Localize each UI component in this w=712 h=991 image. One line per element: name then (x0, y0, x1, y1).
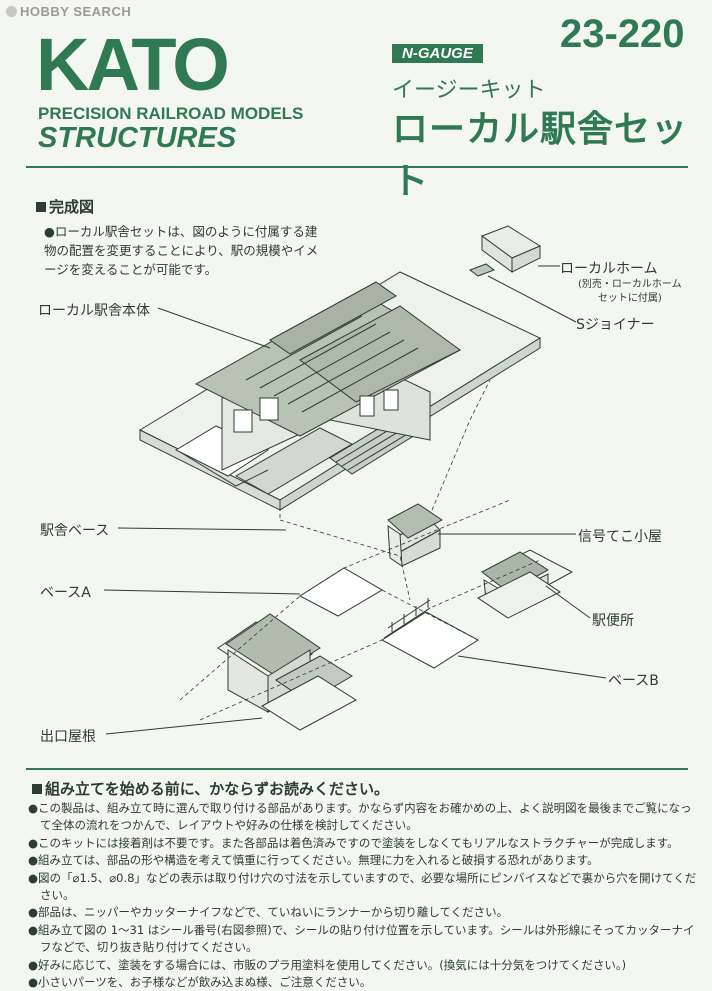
header-divider (26, 166, 688, 168)
label-s-joiner: Sジョイナー (576, 317, 655, 333)
product-number: 23-220 (560, 12, 685, 56)
note-item: ●組み立ては、部品の形や構造を考えて慎重に行ってください。無理に力を入れると破損… (28, 853, 599, 868)
base-a-illustration (299, 567, 383, 617)
label-signal-hut: 信号てこ小屋 (578, 529, 662, 545)
kato-logo: KATO (36, 23, 230, 106)
note-item: ●小さいパーツを、お子様などが飲み込まぬ様、ご注意ください。 (28, 975, 372, 990)
toilet-illustration (477, 549, 574, 619)
label-exit-roof: 出口屋根 (40, 729, 96, 745)
watermark: HOBBY SEARCH (6, 4, 131, 19)
note-item: ●部品は、ニッパーやカッターナイフなどで、ていねいにランナーから切り離してくださ… (28, 905, 509, 920)
watermark-text: HOBBY SEARCH (20, 4, 132, 19)
exit-roof-illustration (217, 613, 357, 731)
label-local-home: ローカルホーム (560, 261, 658, 277)
label-station-base: 駅舎ベース (40, 523, 110, 539)
gauge-badge: N-GAUGE (392, 44, 483, 63)
label-station-main: ローカル駅舎本体 (38, 303, 150, 319)
note-item: ●このキットには接着剤は不要です。また各部品は着色済みですので塗装をしなくてもリ… (28, 835, 679, 850)
logo-structures: STRUCTURES (38, 122, 237, 154)
square-bullet-icon (36, 202, 46, 212)
notes-heading-text: 組み立てを始める前に、かならずお読みください。 (45, 780, 389, 798)
completion-intro: ●ローカル駅舎セットは、図のように付属する建物の配置を変更することにより、駅の規… (44, 224, 319, 277)
local-home-note-line1: (別売・ローカルホーム (578, 279, 682, 290)
note-item: ●好みに応じて、塗装をする場合には、市販のプラ用塗料を使用してください。(換気に… (28, 957, 627, 972)
product-subtitle: イージーキット (392, 78, 546, 103)
station-main-illustration (194, 281, 462, 471)
note-item: ●組み立て図の 1〜31 はシール番号(右図参照)で、シールの貼り付け位置を示し… (28, 922, 695, 955)
local-home-illustration (468, 225, 542, 277)
label-base-a: ベースA (40, 585, 91, 601)
hobbysearch-logo-icon (6, 6, 17, 17)
square-bullet-icon (32, 784, 42, 794)
note-item: ●この製品は、組み立て時に選んで取り付ける部品があります。かならず内容をお確かめ… (28, 801, 692, 833)
base-b-illustration (381, 598, 479, 669)
completion-heading-text: 完成図 (49, 198, 95, 216)
label-base-b: ベースB (608, 673, 659, 689)
completion-heading: 完成図 (36, 196, 94, 217)
assembly-guides (179, 379, 541, 721)
signal-hut-illustration (387, 503, 443, 567)
local-home-note-line2: セットに付属) (597, 293, 662, 304)
notes-divider (26, 768, 688, 770)
note-item: ●図の「⌀1.5、⌀0.8」などの表示は取り付け穴の寸法を示していますので、必要… (28, 870, 697, 903)
label-toilet: 駅便所 (592, 613, 634, 629)
label-local-home-note: (別売・ローカルホームセットに付属) (578, 278, 682, 306)
logo-subtitle: PRECISION RAILROAD MODELS (38, 104, 304, 123)
notes-list: ●この製品は、組み立て時に選んで取り付ける部品があります。かならず内容をお確かめ… (28, 800, 698, 991)
notes-heading: 組み立てを始める前に、かならずお読みください。 (32, 778, 389, 799)
callout-leaders (103, 265, 607, 735)
